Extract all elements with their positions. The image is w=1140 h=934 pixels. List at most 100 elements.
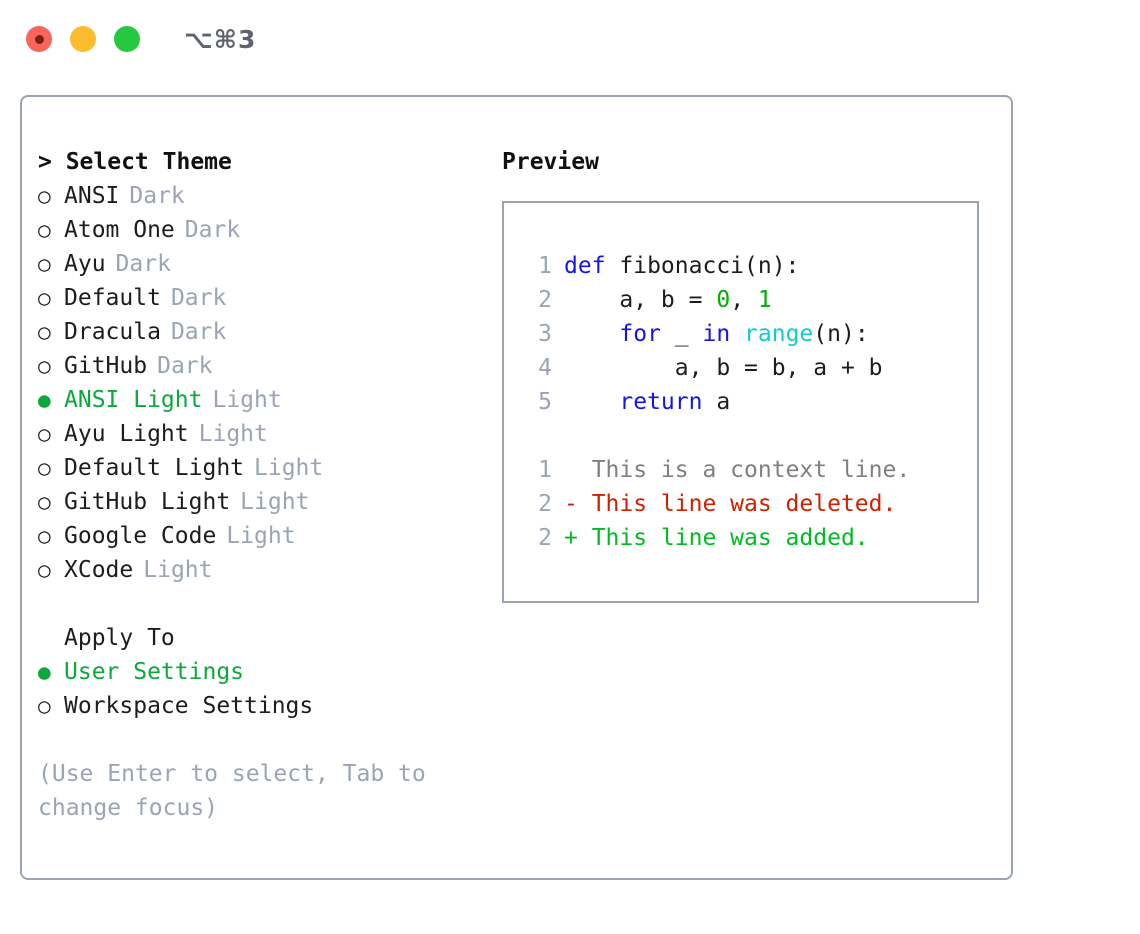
line-number: 2 xyxy=(538,525,552,551)
line-number: 5 xyxy=(538,389,552,415)
radio-unselected-icon: ○ xyxy=(38,456,51,480)
select-theme-heading: > Select Theme xyxy=(38,149,232,175)
radio-unselected-icon: ○ xyxy=(38,252,51,276)
theme-name: ANSI xyxy=(64,183,120,209)
theme-name: Default Light xyxy=(64,455,245,481)
code-token-fn: range xyxy=(744,321,814,347)
radio-unselected-icon: ○ xyxy=(38,218,51,242)
apply-to-label: Workspace Settings xyxy=(64,693,314,719)
code-text: for _ in range(n): xyxy=(564,317,868,351)
theme-kind-badge: Light xyxy=(254,455,324,481)
theme-kind-badge: Dark xyxy=(184,217,241,243)
line-number: 2 xyxy=(538,287,552,313)
code-token-plain: a xyxy=(702,389,731,415)
radio-unselected-icon: ○ xyxy=(38,524,51,548)
code-token-plain xyxy=(564,321,619,347)
line-number: 3 xyxy=(538,321,552,347)
diff-sample: 1 This is a context line.2- This line wa… xyxy=(522,453,977,555)
apply-to-option-user-settings[interactable]: ● User Settings xyxy=(38,655,488,689)
apply-to-label: User Settings xyxy=(64,659,245,685)
theme-name: Ayu Light xyxy=(64,421,189,447)
title-bar: ⌥⌘3 xyxy=(0,0,1140,78)
theme-kind-badge: Dark xyxy=(170,285,227,311)
theme-kind-badge: Dark xyxy=(115,251,171,277)
radio-unselected-icon: ○ xyxy=(38,354,51,378)
theme-name: Dracula xyxy=(64,319,161,345)
theme-option-ayu[interactable]: ○ Ayu Dark xyxy=(38,247,488,281)
diff-line-del: 2- This line was deleted. xyxy=(522,487,977,521)
code-token-plain: fibonacci(n): xyxy=(605,253,800,279)
radio-unselected-icon: ○ xyxy=(38,694,51,718)
radio-unselected-icon: ○ xyxy=(38,422,51,446)
theme-kind-badge: Light xyxy=(240,489,310,515)
code-text: a, b = 0, 1 xyxy=(564,283,772,317)
code-token-kw: def xyxy=(564,253,606,279)
code-token-plain: a, b = xyxy=(564,287,717,313)
code-token-num: 0 xyxy=(716,287,731,313)
code-token-kw: in xyxy=(702,321,731,347)
diff-line-ctx: 1 This is a context line. xyxy=(522,453,977,487)
window-controls xyxy=(26,26,140,52)
theme-kind-badge: Light xyxy=(143,557,213,583)
minimize-button[interactable] xyxy=(70,26,96,52)
theme-option-github-light[interactable]: ○ GitHub Light Light xyxy=(38,485,488,519)
code-token-plain: _ xyxy=(660,321,703,347)
line-number: 2 xyxy=(538,491,552,517)
apply-to-option-workspace-settings[interactable]: ○ Workspace Settings xyxy=(38,689,488,723)
theme-name: GitHub Light xyxy=(64,489,231,515)
radio-unselected-icon: ○ xyxy=(38,286,51,310)
theme-name: Ayu xyxy=(64,251,106,277)
code-text: def fibonacci(n): xyxy=(564,249,799,283)
code-line: 2 a, b = 0, 1 xyxy=(522,283,977,317)
code-token-plain xyxy=(730,321,744,347)
theme-option-ayu-light[interactable]: ○ Ayu Light Light xyxy=(38,417,488,451)
code-token-kw: return xyxy=(619,389,703,415)
diff-text: This is a context line. xyxy=(564,457,911,483)
code-token-kw: for xyxy=(619,321,661,347)
theme-option-atom-one[interactable]: ○ Atom One Dark xyxy=(38,213,488,247)
code-token-num: 1 xyxy=(757,287,772,313)
apply-to-heading: Apply To xyxy=(64,625,175,651)
code-line: 3 for _ in range(n): xyxy=(522,317,977,351)
radio-selected-icon: ● xyxy=(38,388,51,412)
code-line: 4 a, b = b, a + b xyxy=(522,351,977,385)
line-number: 4 xyxy=(538,355,552,381)
theme-name: ANSI Light xyxy=(64,387,203,413)
preview-heading: Preview xyxy=(502,149,599,175)
radio-unselected-icon: ○ xyxy=(38,490,51,514)
diff-text: + This line was added. xyxy=(564,525,869,551)
theme-kind-badge: Dark xyxy=(129,183,185,209)
diff-line-add: 2 + This line was added. xyxy=(522,521,977,555)
theme-kind-badge: Light xyxy=(212,387,282,413)
theme-name: Default xyxy=(64,285,161,311)
code-line: 5 return a xyxy=(522,385,977,419)
code-token-plain: , xyxy=(730,287,758,313)
theme-name: Atom One xyxy=(64,217,175,243)
code-token-plain xyxy=(564,389,619,415)
theme-option-ansi-light[interactable]: ● ANSI Light Light xyxy=(38,383,488,417)
theme-kind-badge: Light xyxy=(226,523,296,549)
maximize-button[interactable] xyxy=(114,26,140,52)
theme-kind-badge: Light xyxy=(198,421,268,447)
code-text: a, b = b, a + b xyxy=(564,351,883,385)
theme-option-default[interactable]: ○ Default Dark xyxy=(38,281,488,315)
radio-unselected-icon: ○ xyxy=(38,558,51,582)
code-spacer xyxy=(522,419,977,453)
close-button[interactable] xyxy=(26,26,52,52)
line-number: 1 xyxy=(538,457,552,483)
apply-to-list: ● User Settings ○ Workspace Settings xyxy=(38,655,488,723)
radio-selected-icon: ● xyxy=(38,660,51,684)
theme-option-default-light[interactable]: ○ Default Light Light xyxy=(38,451,488,485)
